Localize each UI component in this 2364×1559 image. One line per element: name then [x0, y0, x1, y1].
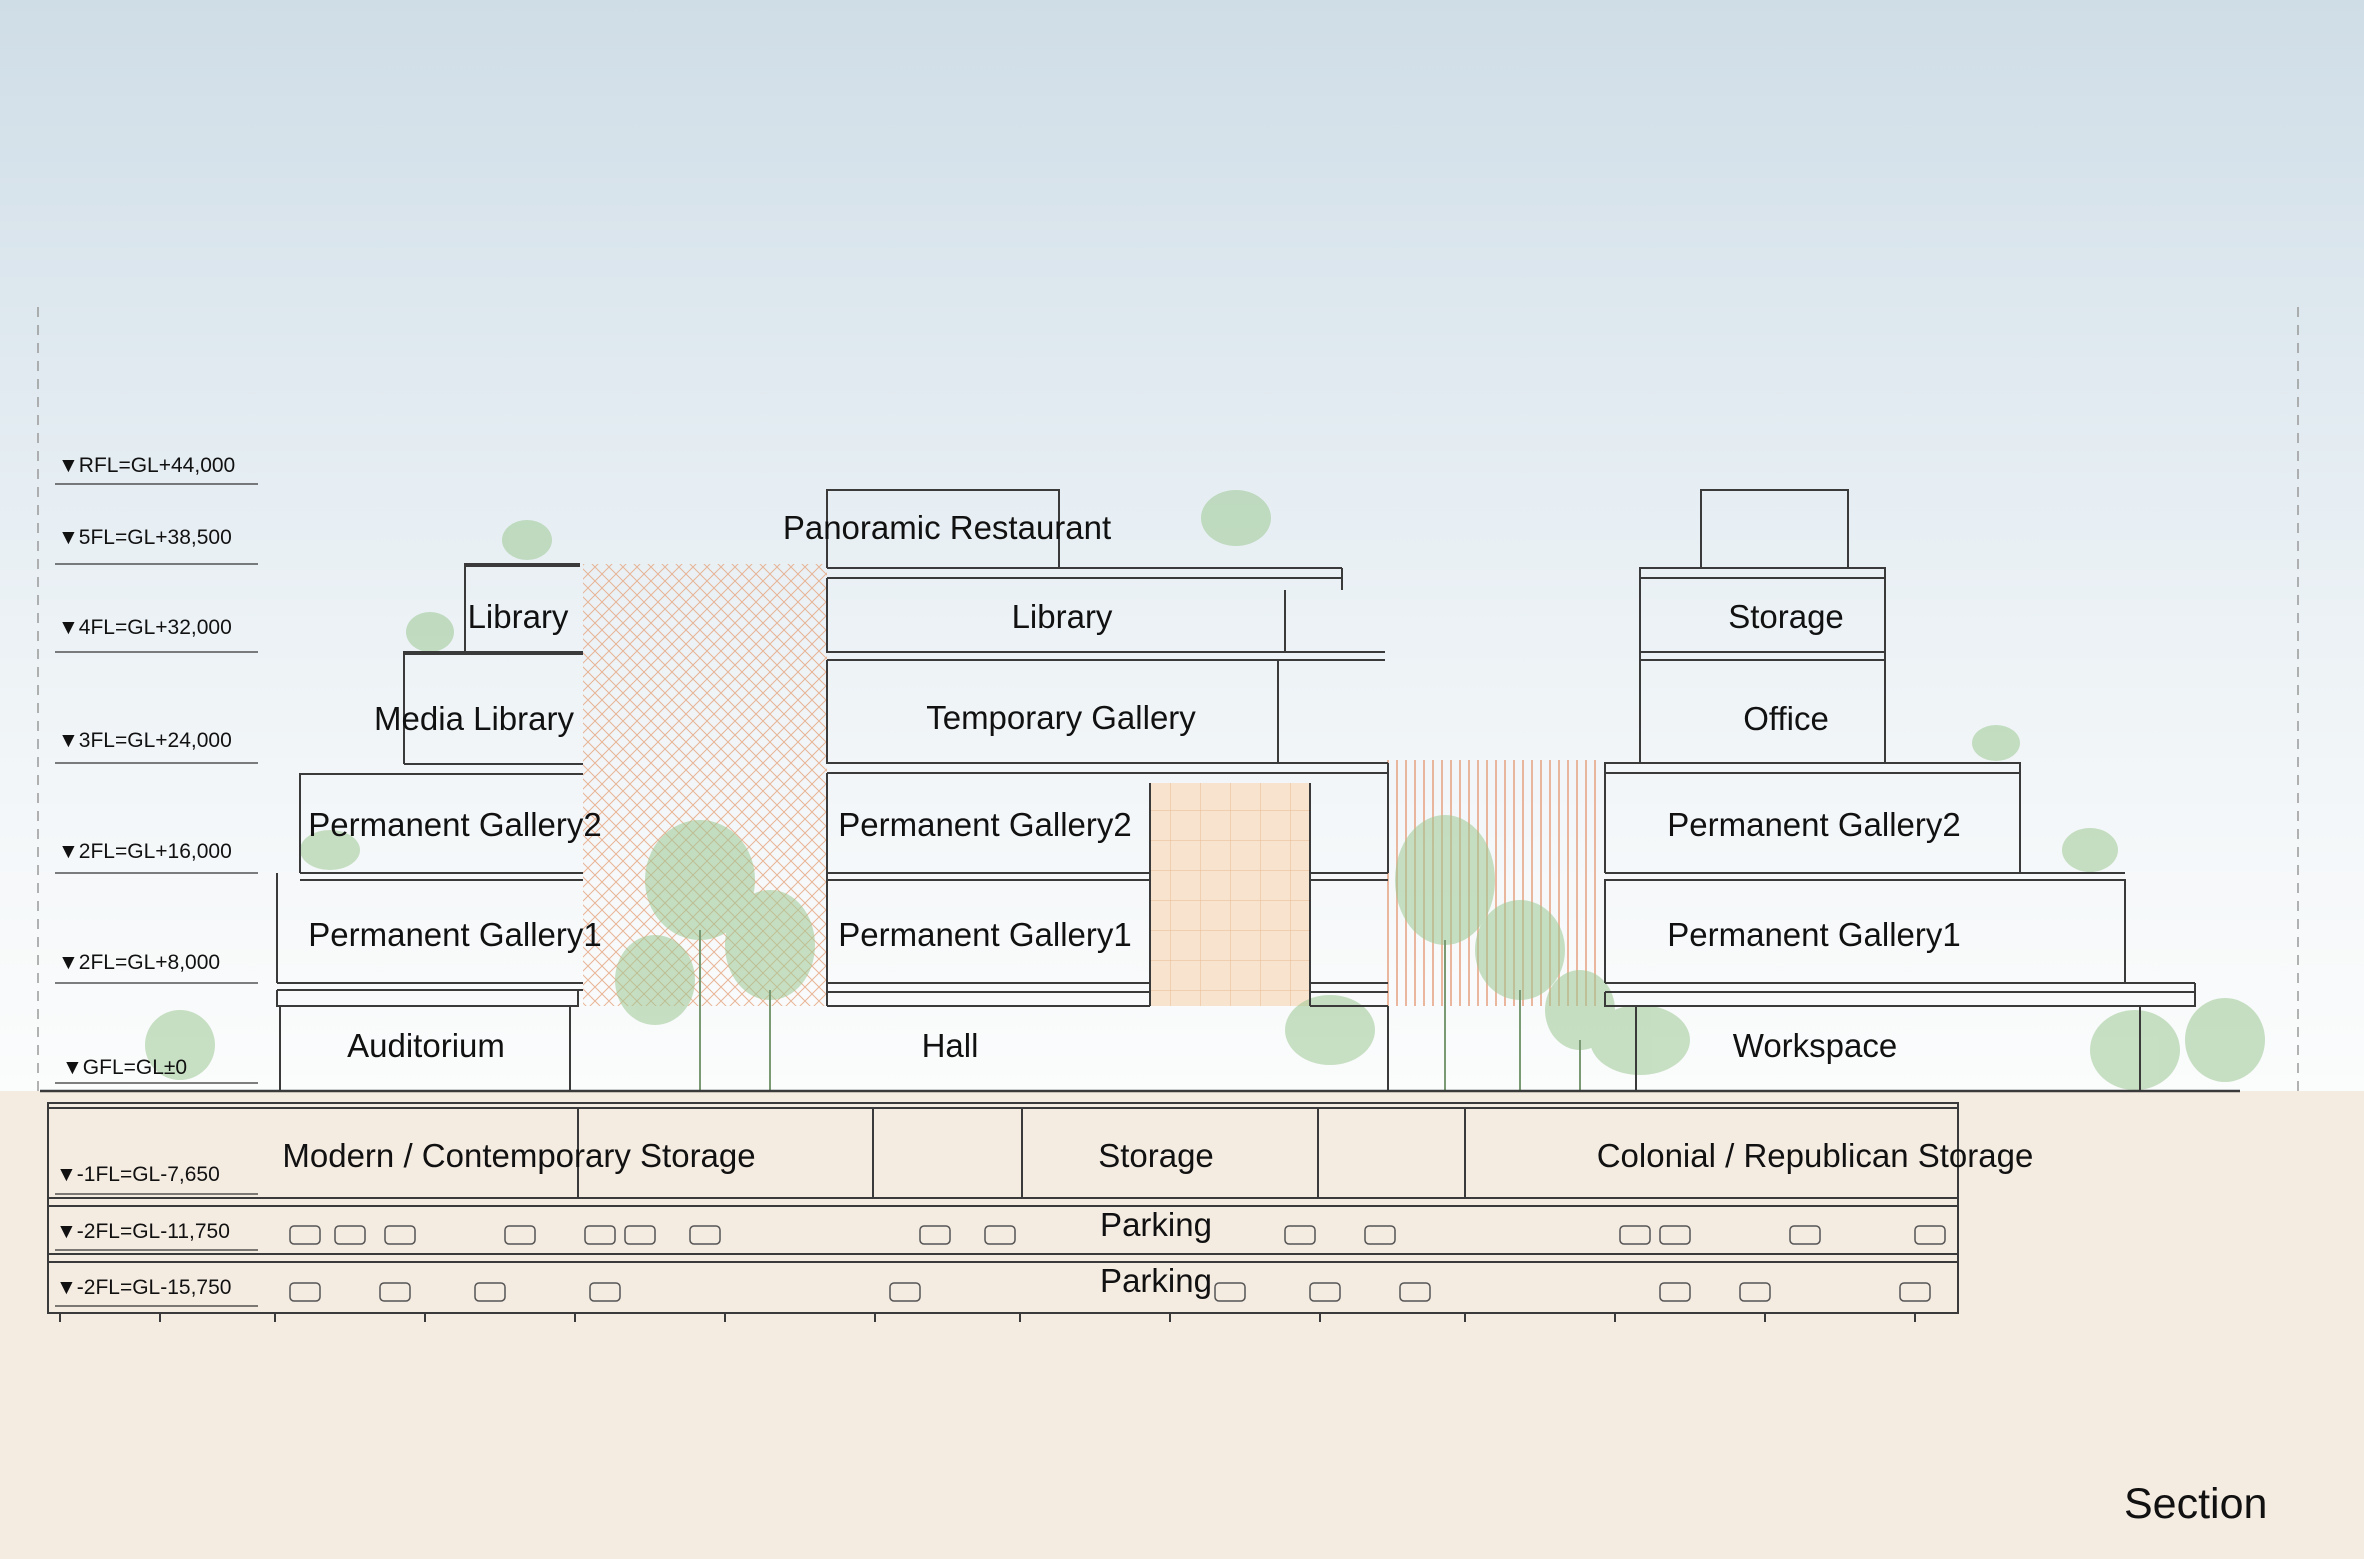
level-label-4fl: ▼4FL=GL+32,000: [58, 616, 232, 639]
room-label-parking-b3: Parking: [1100, 1262, 1212, 1299]
level-label-3fl: ▼3FL=GL+24,000: [58, 729, 232, 752]
central-glass-atrium: [1150, 783, 1310, 1006]
room-label-media-library: Media Library: [374, 700, 574, 737]
level-label-2fl-lower: ▼2FL=GL+8,000: [58, 951, 221, 974]
room-label-permanent-gallery1-center: Permanent Gallery1: [838, 916, 1132, 953]
parked-cars: [289, 1225, 1946, 1302]
level-label-gfl: ▼GFL=GL±0: [62, 1056, 188, 1079]
level-label-5fl: ▼5FL=GL+38,500: [58, 526, 232, 549]
level-label-b2fl-b: ▼-2FL=GL-15,750: [56, 1276, 232, 1299]
footings: [59, 1313, 1916, 1322]
building-outline: [40, 489, 2240, 1314]
room-label-permanent-gallery2-west: Permanent Gallery2: [308, 806, 602, 843]
room-label-colonial-republican-storage: Colonial / Republican Storage: [1596, 1137, 2034, 1174]
room-label-parking-b2: Parking: [1100, 1206, 1212, 1243]
ground-background: [0, 1091, 2364, 1559]
room-label-modern-contemporary-storage: Modern / Contemporary Storage: [282, 1137, 756, 1174]
room-label-workspace: Workspace: [1732, 1027, 1898, 1064]
room-label-hall: Hall: [921, 1027, 979, 1064]
drawing-title: Section: [2124, 1480, 2268, 1528]
level-label-b2fl-a: ▼-2FL=GL-11,750: [56, 1220, 230, 1243]
room-label-permanent-gallery1-west: Permanent Gallery1: [308, 916, 602, 953]
room-label-auditorium: Auditorium: [347, 1027, 505, 1064]
room-label-storage-east: Storage: [1728, 598, 1844, 635]
level-label-2fl-upper: ▼2FL=GL+16,000: [58, 840, 232, 863]
trees: [145, 490, 2265, 1090]
room-label-panoramic-restaurant: Panoramic Restaurant: [782, 509, 1112, 546]
level-underlines: [55, 483, 258, 1307]
room-label-temporary-gallery: Temporary Gallery: [926, 699, 1196, 736]
room-label-permanent-gallery2-east: Permanent Gallery2: [1667, 806, 1961, 843]
room-label-storage-basement: Storage: [1098, 1137, 1214, 1174]
room-label-library-west: Library: [467, 598, 569, 635]
room-label-office: Office: [1743, 700, 1829, 737]
tree-trunks: [699, 930, 1581, 1091]
room-label-permanent-gallery1-east: Permanent Gallery1: [1667, 916, 1961, 953]
room-label-permanent-gallery2-center: Permanent Gallery2: [838, 806, 1132, 843]
level-label-b1fl: ▼-1FL=GL-7,650: [56, 1163, 220, 1186]
level-label-rfl: ▼RFL=GL+44,000: [58, 454, 236, 477]
room-label-library-center: Library: [1011, 598, 1113, 635]
